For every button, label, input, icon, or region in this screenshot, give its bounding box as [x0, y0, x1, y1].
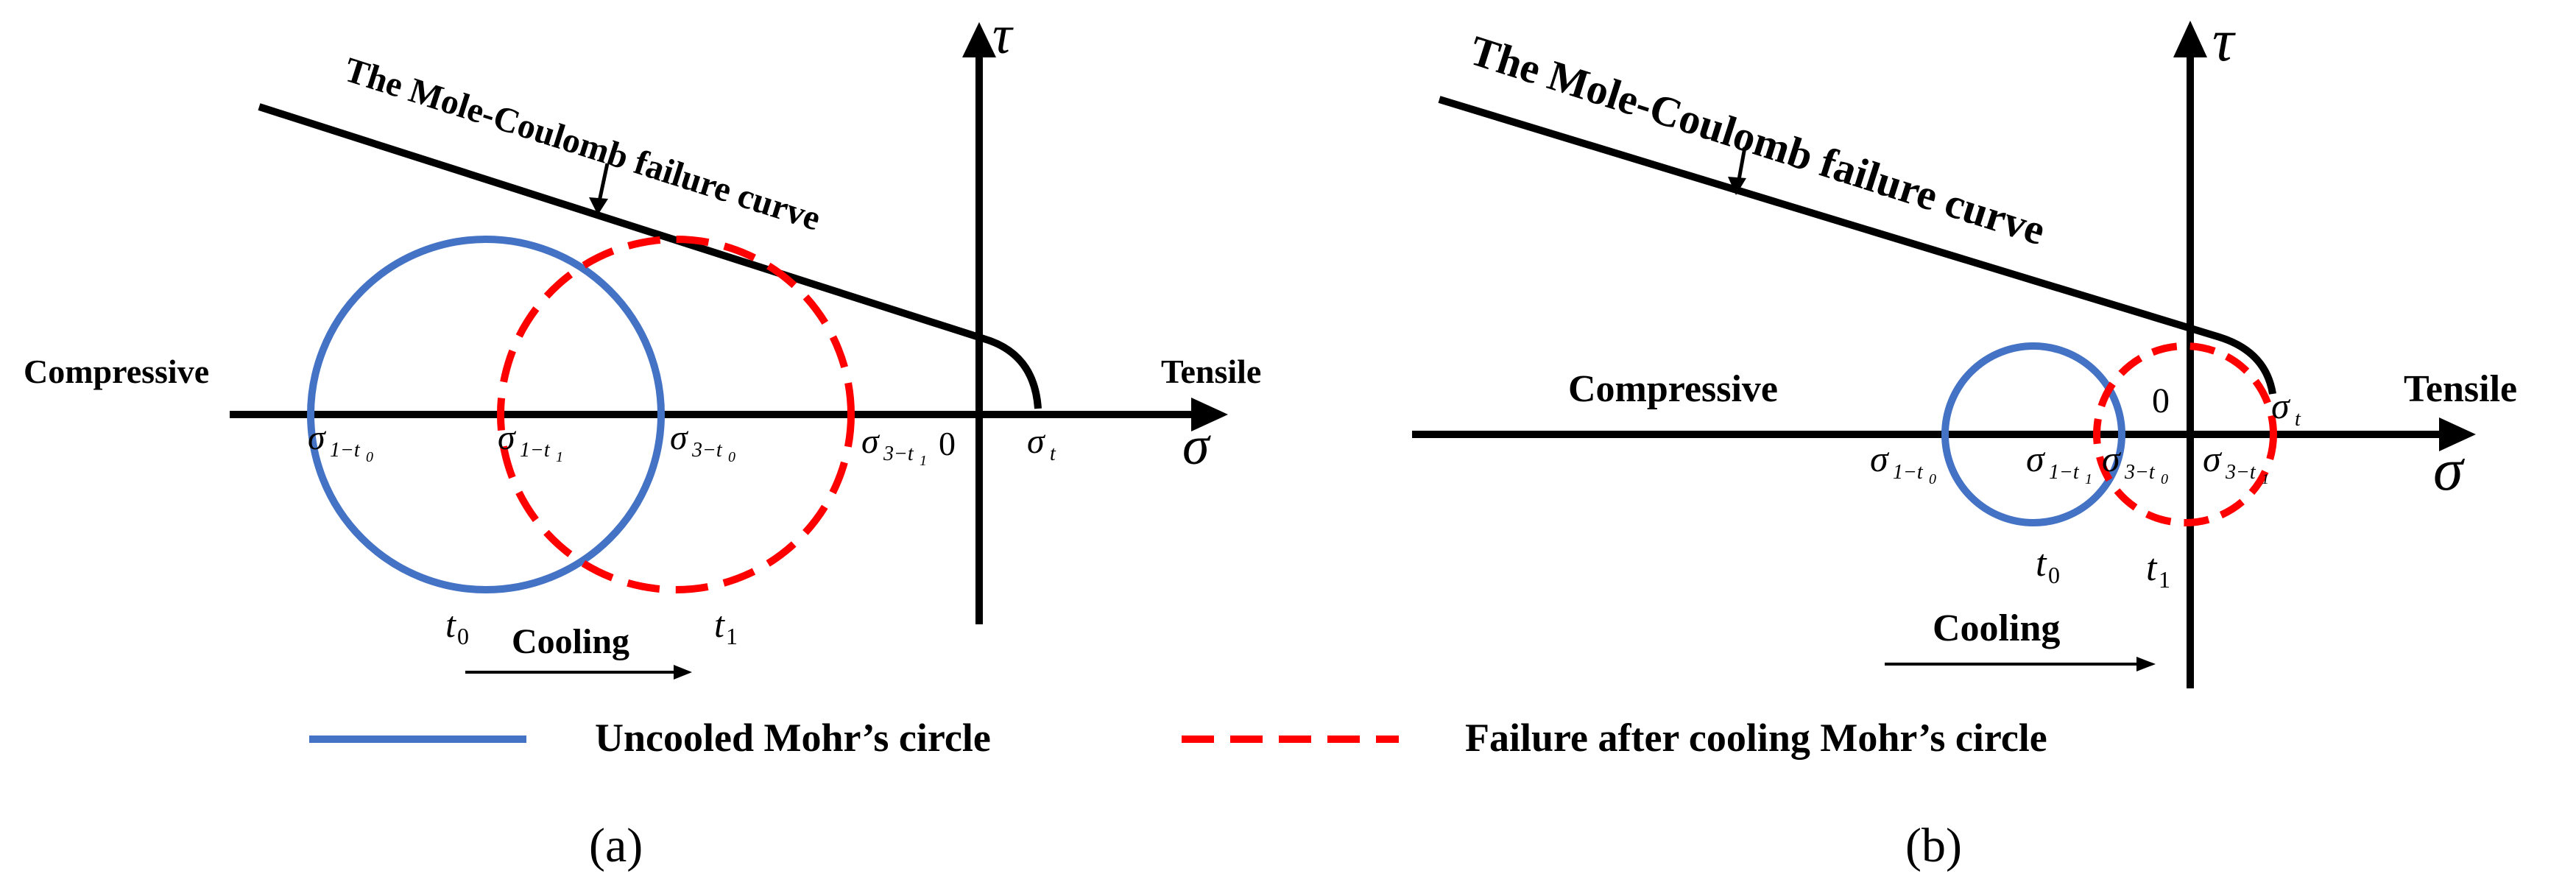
panel-b-label-sigma-1-t0: σ 1−t 0 [1870, 438, 1936, 487]
svg-text:1: 1 [920, 453, 927, 469]
svg-text:σ: σ [2271, 385, 2291, 426]
panel-a-label-sigma-1-t1: σ 1−t 1 [498, 418, 563, 465]
svg-text:t: t [2146, 547, 2158, 589]
panel-a-tensile-label: Tensile [1161, 353, 1261, 390]
panel-b-label-sigma-1-t1: σ 1−t 1 [2026, 438, 2092, 487]
panel-b-failure-curve-label: The Mole-Coulomb failure curve [1464, 26, 2051, 254]
panel-b-failure-curve [1438, 96, 2276, 395]
panel-b-sigma-arrowhead [2439, 417, 2476, 451]
svg-text:σ: σ [2203, 438, 2223, 479]
panel-a-curve-pointer-head [589, 197, 608, 215]
panel-a-failure-curve [258, 103, 1042, 409]
panel-a-compressive-label: Compressive [24, 353, 209, 390]
panel-a-label-sigma-t: σ t [1027, 422, 1056, 465]
svg-text:σ: σ [670, 418, 689, 457]
panel-b-tau-arrowhead [2173, 21, 2207, 57]
panel-a-label-t0: t 0 [445, 604, 469, 649]
svg-text:0: 0 [2048, 562, 2060, 588]
svg-text:σ: σ [1027, 422, 1046, 461]
panel-a-tau-arrowhead [962, 22, 996, 57]
svg-text:0: 0 [2161, 471, 2168, 487]
svg-text:t: t [2295, 408, 2301, 431]
svg-text:1: 1 [726, 623, 738, 649]
panel-a-failure-circle [497, 236, 855, 593]
svg-text:σ: σ [1870, 438, 1890, 479]
panel-b-tau-label: τ [2212, 7, 2236, 74]
svg-text:3−t: 3−t [2124, 461, 2156, 484]
panel-b-label-t0: t 0 [2036, 543, 2060, 588]
panel-b-cooling-label: Cooling [1933, 607, 2060, 649]
panel-a-sigma-arrowhead [1191, 398, 1228, 431]
svg-text:t: t [445, 604, 456, 645]
panel-b-compressive-label: Compressive [1568, 368, 1778, 410]
svg-text:1: 1 [2159, 566, 2170, 593]
svg-text:3−t: 3−t [2225, 461, 2256, 484]
panel-a-cooling-arrowhead [674, 665, 692, 680]
svg-text:1: 1 [2262, 471, 2269, 487]
panel-b-cooling-arrowhead [2136, 657, 2156, 671]
svg-text:σ: σ [2026, 438, 2046, 479]
svg-text:σ: σ [498, 418, 517, 457]
svg-text:0: 0 [1929, 471, 1936, 487]
svg-text:σ: σ [2102, 438, 2122, 479]
panel-a-label-t1: t 1 [714, 604, 738, 649]
panel-b-origin-label: 0 [2152, 381, 2170, 420]
panel-a-cooling-label: Cooling [512, 622, 629, 661]
svg-text:3−t: 3−t [691, 439, 723, 462]
legend-uncooled-label: Uncooled Mohr’s circle [595, 716, 991, 760]
panel-a-label-sigma-3-t0: σ 3−t 0 [670, 418, 735, 465]
panel-b-label-sigma-3-t1: σ 3−t 1 [2203, 438, 2269, 487]
panel-b-label-sigma-t: σ t [2271, 385, 2301, 431]
panel-b-label-sigma-3-t0: σ 3−t 0 [2102, 438, 2168, 487]
svg-text:σ: σ [861, 422, 881, 461]
svg-text:t: t [2036, 543, 2047, 585]
panel-b-uncooled-circle [1941, 342, 2125, 526]
panel-b-label-t1: t 1 [2146, 547, 2170, 593]
svg-text:1−t: 1−t [2049, 461, 2080, 484]
legend-failure-label: Failure after cooling Mohr’s circle [1465, 716, 2047, 760]
svg-text:1: 1 [2085, 471, 2092, 487]
panel-b-caption: (b) [1905, 819, 1962, 872]
svg-text:1: 1 [556, 449, 563, 465]
panel-a-uncooled-circle [307, 236, 665, 593]
panel-b-failure-circle [2093, 342, 2277, 526]
svg-text:0: 0 [457, 623, 469, 649]
svg-text:0: 0 [366, 449, 373, 465]
panel-a-caption: (a) [589, 819, 643, 872]
panel-a-sigma-label: σ [1182, 416, 1211, 476]
panel-a-label-sigma-1-t0: σ 1−t 0 [308, 418, 373, 465]
svg-text:σ: σ [308, 418, 327, 457]
legend: Uncooled Mohr’s circle Failure after coo… [309, 716, 2047, 760]
panel-a-tau-label: τ [992, 5, 1014, 66]
svg-text:1−t: 1−t [330, 439, 361, 462]
panel-a-label-sigma-3-t1: σ 3−t 1 [861, 422, 927, 469]
panel-b-tensile-label: Tensile [2404, 368, 2517, 410]
svg-text:3−t: 3−t [883, 442, 914, 465]
svg-text:t: t [714, 604, 725, 645]
svg-text:t: t [1050, 442, 1056, 465]
panel-b-sigma-label: σ [2433, 436, 2466, 503]
panel-b-curve-pointer-head [1728, 177, 1746, 195]
svg-text:1−t: 1−t [520, 439, 551, 462]
svg-text:1−t: 1−t [1893, 461, 1924, 484]
svg-text:0: 0 [728, 449, 735, 465]
panel-a-origin-label: 0 [939, 425, 956, 462]
